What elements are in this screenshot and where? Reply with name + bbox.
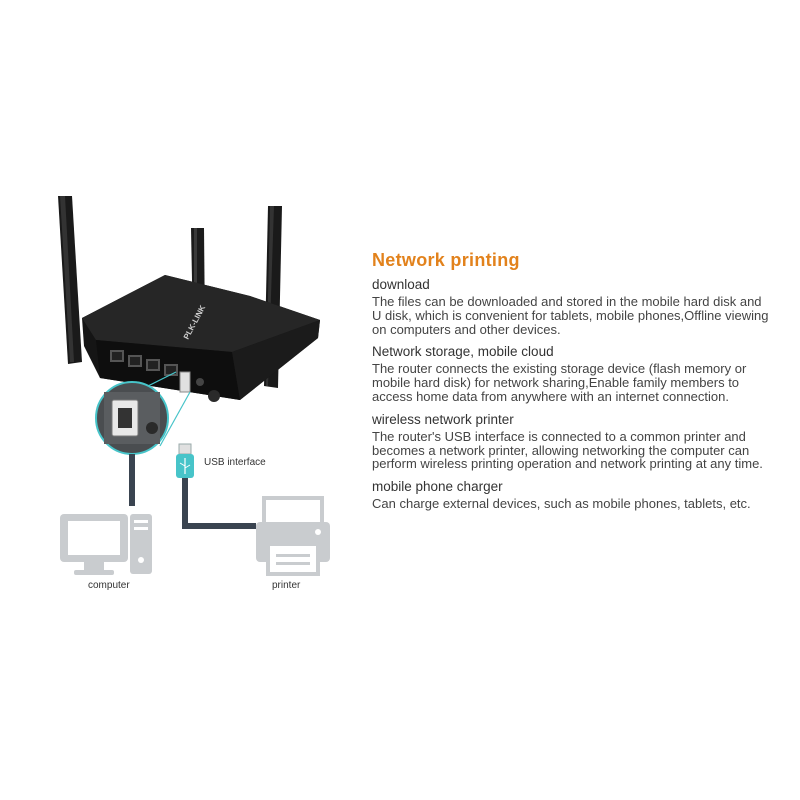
antenna-left — [58, 196, 82, 364]
feature-body: The router's USB interface is connected … — [372, 428, 763, 472]
printer-label: printer — [272, 580, 301, 591]
feature-body: The router connects the existing storage… — [372, 361, 747, 404]
feature-description-panel: Network printing download The files can … — [372, 250, 772, 519]
feature-section-phone-charger: mobile phone charger Can charge external… — [372, 479, 772, 511]
computer-label: computer — [88, 580, 130, 591]
router-illustration: PLK-LINK — [58, 196, 330, 576]
feature-section-download: download The files can be downloaded and… — [372, 277, 772, 336]
page-title: Network printing — [372, 250, 520, 270]
usb-interface-label: USB interface — [204, 457, 266, 468]
usb-plug-icon — [176, 443, 194, 478]
feature-heading: wireless network printer — [372, 411, 514, 427]
feature-section-network-storage: Network storage, mobile cloud The router… — [372, 344, 772, 403]
feature-section-wireless-printer: wireless network printer The router's US… — [372, 412, 772, 471]
feature-heading: Network storage, mobile cloud — [372, 344, 554, 360]
computer-icon — [60, 514, 152, 575]
cables — [129, 454, 256, 529]
feature-body: Can charge external devices, such as mob… — [372, 496, 751, 512]
feature-heading: mobile phone charger — [372, 479, 503, 495]
ethernet-ports — [110, 350, 220, 402]
usb-port-zoom — [95, 371, 191, 455]
printer-icon — [256, 496, 330, 576]
feature-body: The files can be downloaded and stored i… — [372, 294, 769, 337]
feature-heading: download — [372, 277, 430, 292]
